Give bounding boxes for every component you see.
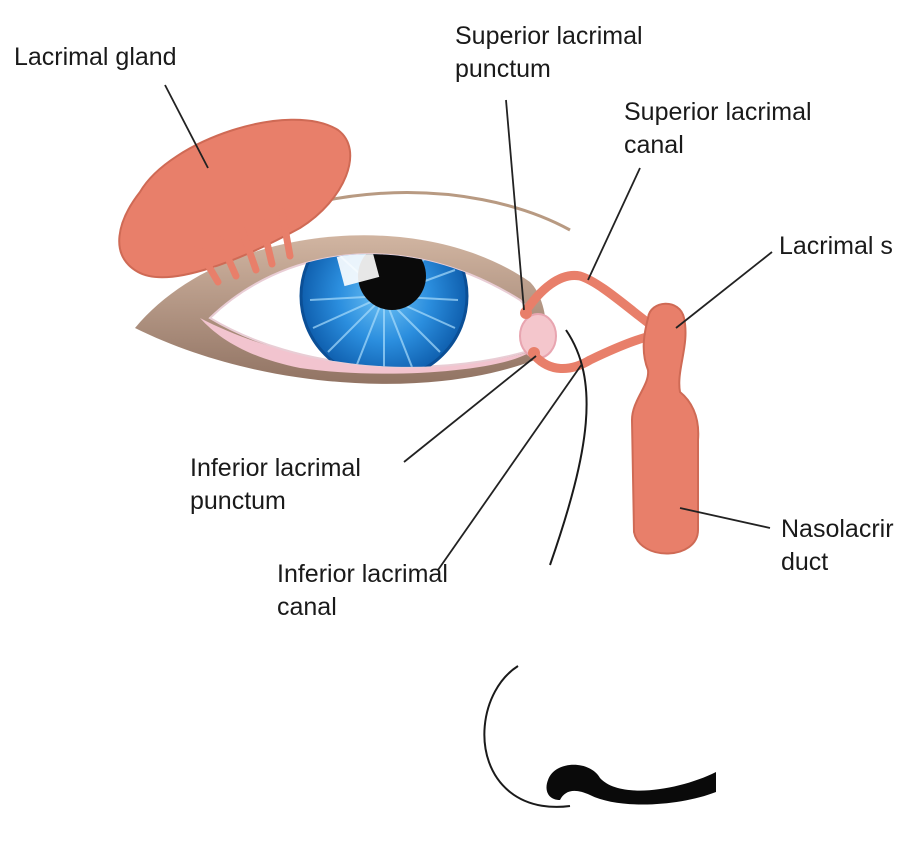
lacrimal-gland <box>118 118 352 279</box>
superior-canal-shape <box>520 270 660 333</box>
gland-ducts <box>194 208 294 286</box>
leader-lacrimal-sac <box>675 251 773 329</box>
leader-superior-canal <box>587 167 641 281</box>
label-lacrimal-gland-text: Lacrimal gland <box>14 43 177 71</box>
leader-superior-punctum <box>505 99 525 311</box>
lower-lid-rim <box>200 318 530 374</box>
label-inferior-punctum-line2: punctum <box>190 487 286 515</box>
inferior-canal-shape <box>530 330 660 374</box>
label-lacrimal-sac: Lacrimal s <box>779 230 893 263</box>
pupil <box>358 254 426 310</box>
leader-lacrimal-gland <box>164 84 209 169</box>
leader-nasolacrimal-duct <box>679 507 771 529</box>
label-nasolacrimal-duct-line2: duct <box>781 548 829 576</box>
label-superior-punctum-line2: punctum <box>455 55 551 83</box>
label-superior-canal-line2: canal <box>624 131 684 159</box>
eye-highlight <box>336 254 380 287</box>
label-superior-punctum: Superior lacrimal punctum <box>455 20 643 86</box>
label-inferior-canal-line1: Inferior lacrimal <box>277 560 448 588</box>
inferior-punctum-dot <box>528 347 540 359</box>
leader-inferior-punctum <box>403 355 537 463</box>
label-nasolacrimal-duct: Nasolacrir duct <box>781 513 900 579</box>
label-superior-canal-line1: Superior lacrimal <box>624 98 812 126</box>
leader-inferior-canal <box>437 363 583 571</box>
leader-lines <box>164 84 773 571</box>
label-nasolacrimal-duct-line1: Nasolacrir <box>781 515 894 543</box>
label-inferior-canal-line2: canal <box>277 593 337 621</box>
lacrimal-sac-shape <box>630 302 700 555</box>
nostril <box>546 764 716 805</box>
label-inferior-canal: Inferior lacrimal canal <box>277 558 448 624</box>
label-superior-punctum-line1: Superior lacrimal <box>455 22 643 50</box>
nose-bridge <box>549 329 588 566</box>
label-inferior-punctum: Inferior lacrimal punctum <box>190 452 361 518</box>
nose-tip <box>483 665 571 808</box>
superior-punctum-dot <box>520 307 532 319</box>
label-lacrimal-gland: Lacrimal gland <box>14 41 177 74</box>
label-lacrimal-sac-text: Lacrimal s <box>779 232 893 260</box>
label-inferior-punctum-line1: Inferior lacrimal <box>190 454 361 482</box>
label-superior-canal: Superior lacrimal canal <box>624 96 812 162</box>
